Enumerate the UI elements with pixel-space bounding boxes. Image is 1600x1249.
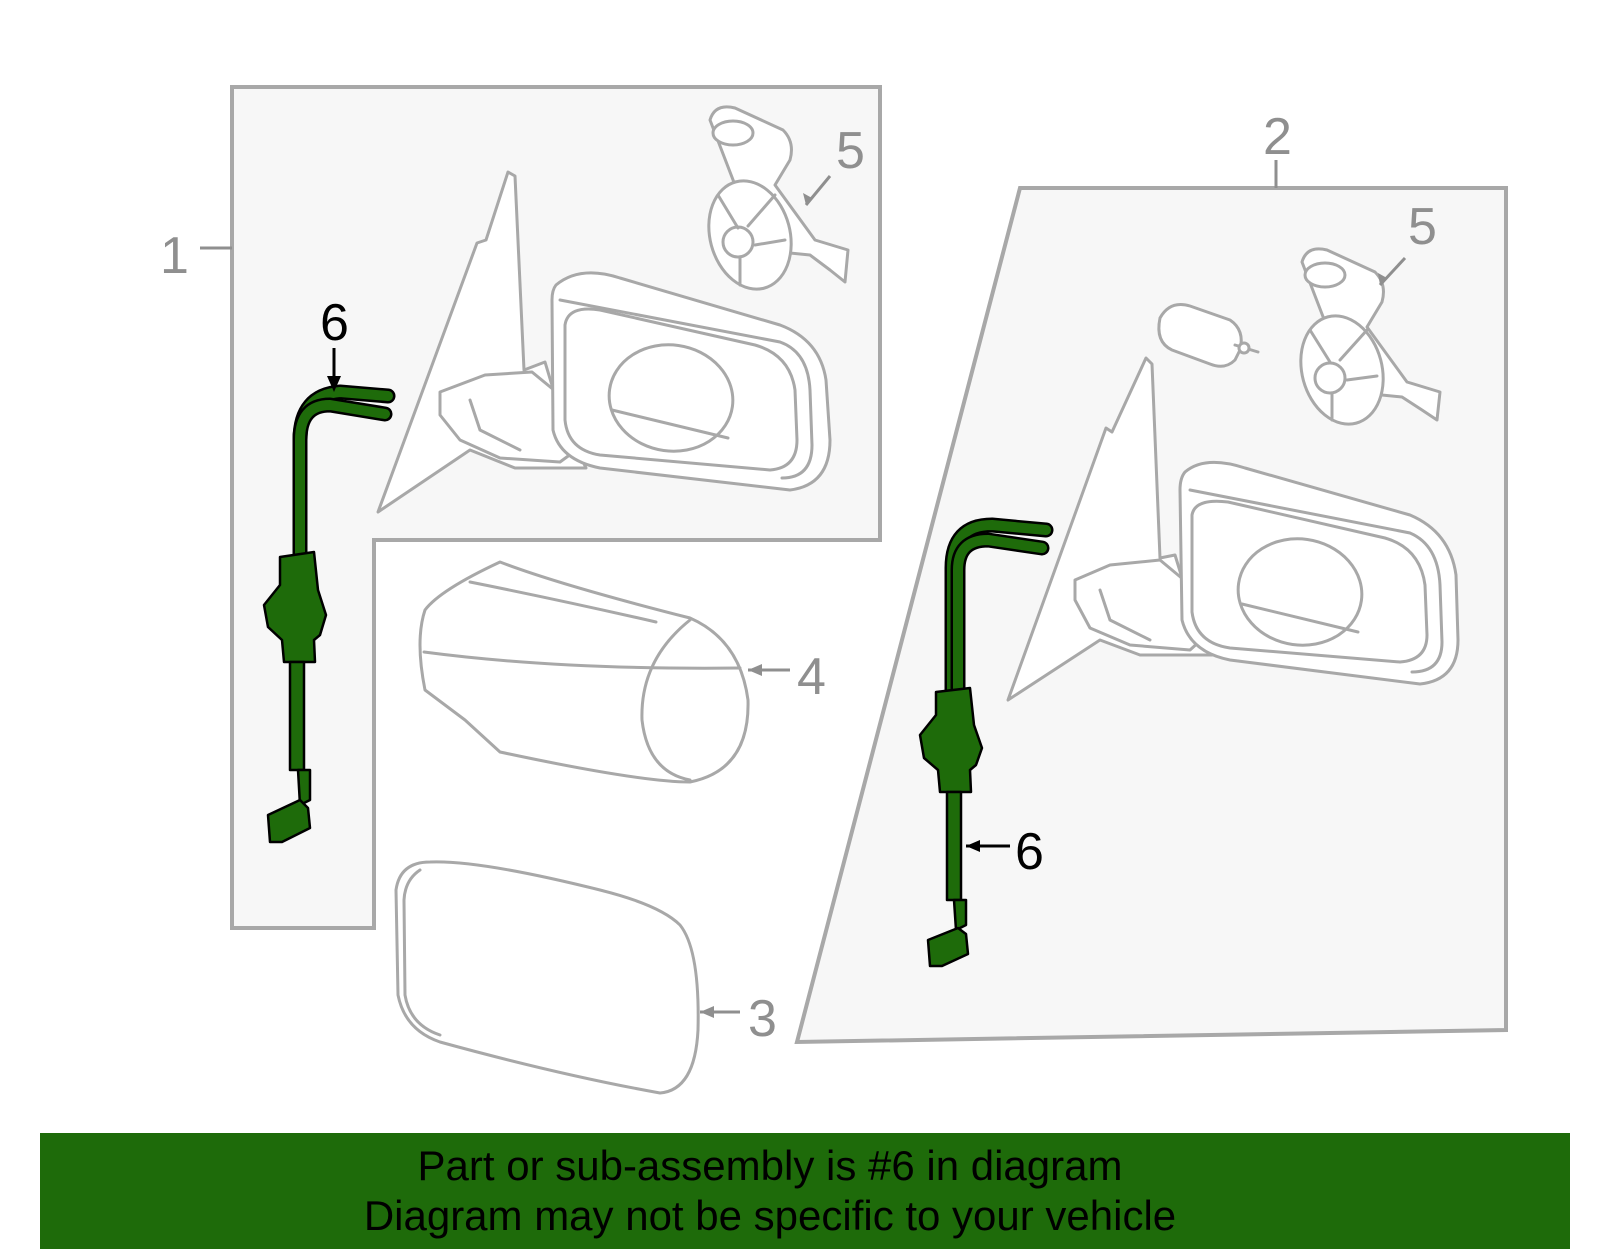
callout-3: 3 (748, 990, 777, 1048)
mirror-housing-left (550, 271, 832, 492)
wire-harness-right (918, 517, 1054, 968)
callout-2: 2 (1263, 108, 1292, 166)
callout-5-right: 5 (1408, 198, 1437, 256)
callout-1: 1 (160, 227, 189, 285)
info-banner: Part or sub-assembly is #6 in diagram Di… (40, 1133, 1570, 1249)
mirror-base-right (1006, 356, 1214, 702)
callout-4: 4 (797, 648, 826, 706)
motor-right (1299, 247, 1442, 426)
motor-left (707, 105, 850, 291)
wire-harness-left (262, 384, 396, 844)
callout-6-right: 6 (1015, 823, 1044, 881)
callout-5-left: 5 (836, 122, 865, 180)
banner-line-1: Part or sub-assembly is #6 in diagram (417, 1142, 1123, 1189)
actuator-right (1157, 303, 1260, 368)
mirror-glass (394, 860, 700, 1095)
mirror-cover (418, 560, 750, 784)
banner-line-2: Diagram may not be specific to your vehi… (363, 1192, 1177, 1239)
assembly-1-box (230, 85, 882, 930)
callout-6-left: 6 (320, 294, 349, 352)
mirror-housing-right (1178, 460, 1460, 686)
